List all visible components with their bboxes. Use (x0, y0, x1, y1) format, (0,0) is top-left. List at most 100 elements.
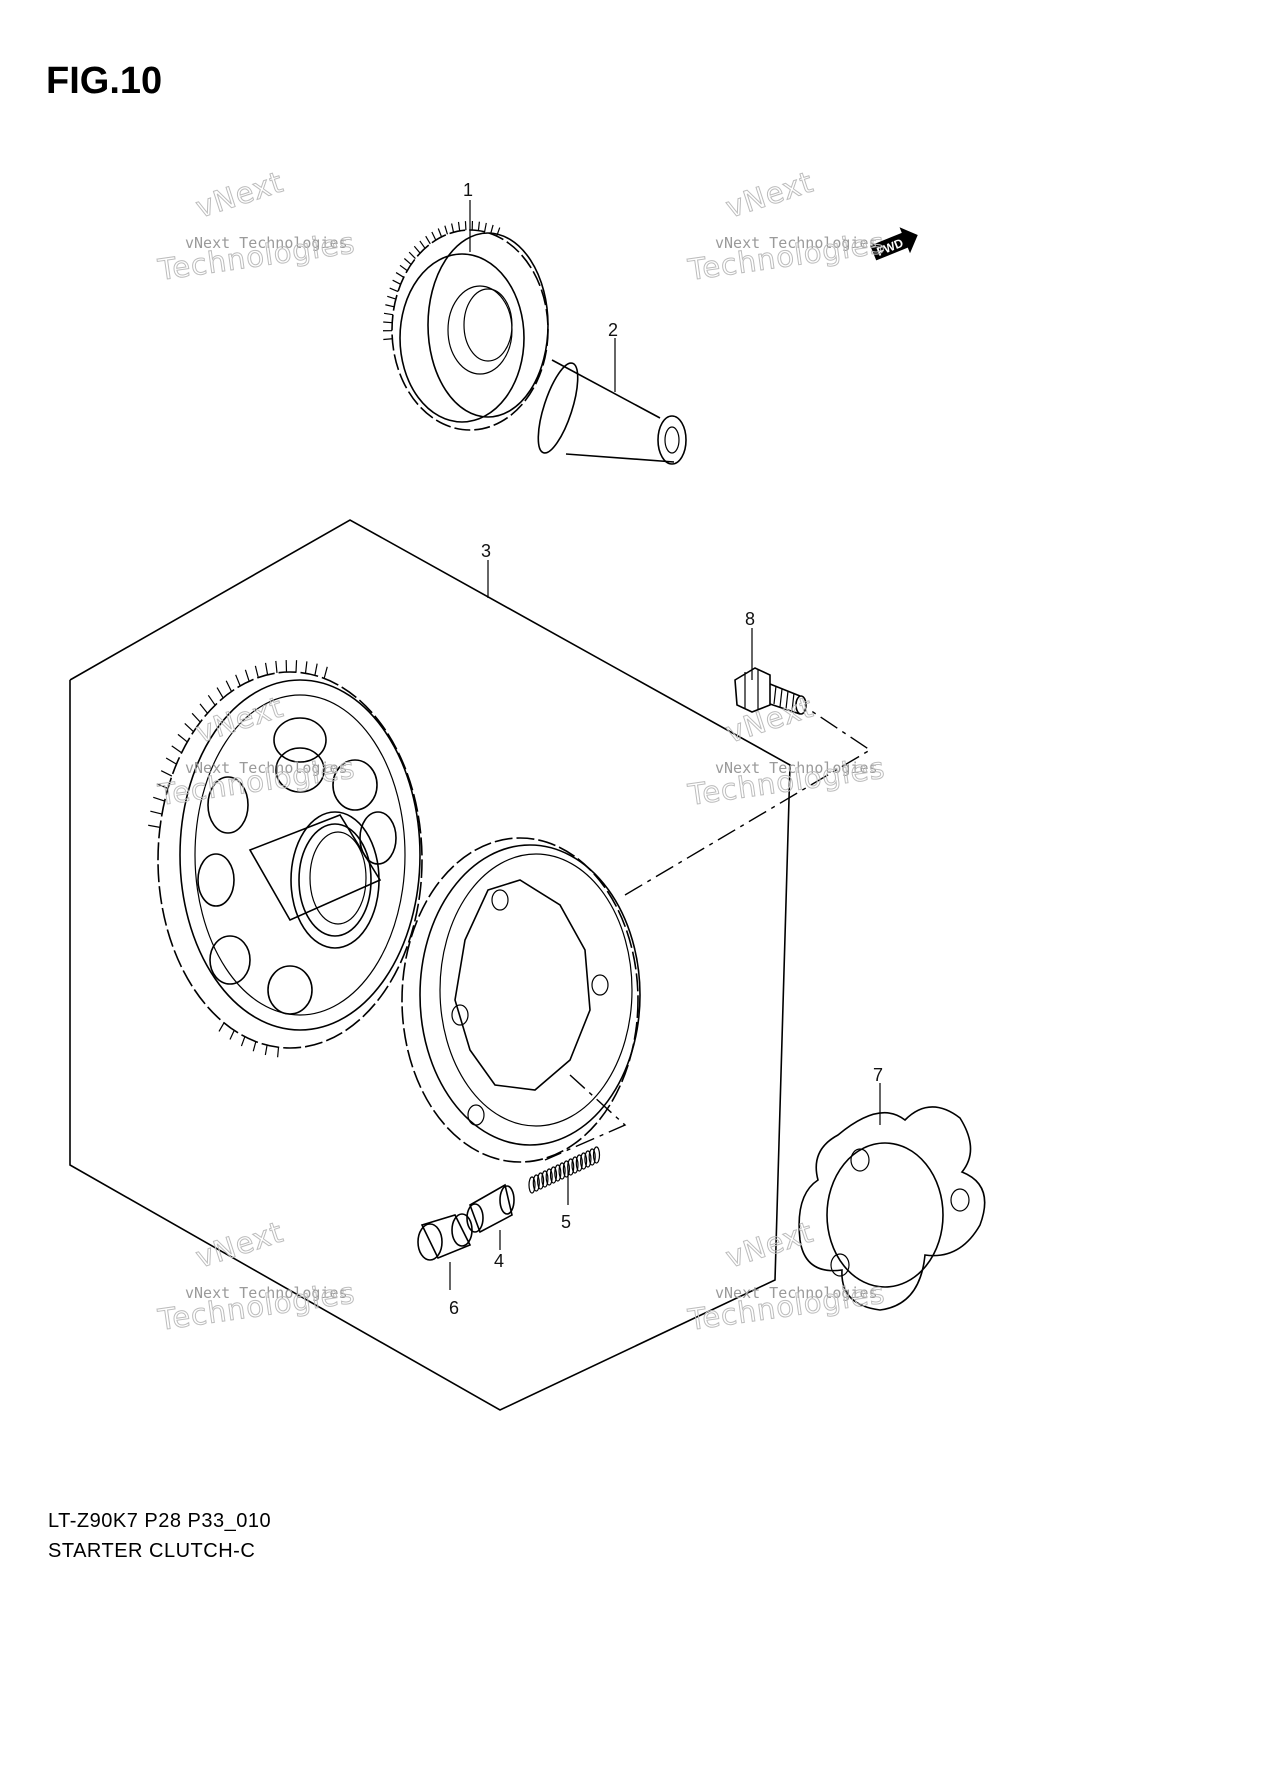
gear-tooth (387, 295, 397, 300)
gear-tooth (252, 1041, 257, 1052)
watermark-line1: vNext (192, 690, 288, 750)
spring-coil (558, 1162, 566, 1180)
leader-lines (449, 200, 881, 1290)
gear-tooth (160, 770, 173, 777)
callout-7: 7 (873, 1065, 883, 1085)
gear-tooth (451, 223, 455, 233)
clutch-housing (401, 837, 641, 1163)
gear-tooth (444, 225, 449, 235)
callout-2: 2 (608, 320, 618, 340)
gear-tooth (419, 240, 426, 249)
spring-coil (571, 1156, 579, 1174)
spring-coil (528, 1176, 536, 1194)
callout-6: 6 (449, 1298, 459, 1318)
spring-coil (549, 1166, 558, 1184)
gear-tooth (304, 661, 308, 674)
gear-tooth (254, 665, 259, 678)
section-name-caption: STARTER CLUTCH-C (48, 1540, 256, 1562)
gear-tooth (399, 264, 408, 272)
gear-tooth (408, 251, 416, 259)
watermark-line1: vNext (192, 1215, 288, 1275)
watermark-line2: vNext Technologies (715, 759, 878, 777)
gear-tooth (457, 221, 461, 231)
gear-tooth (148, 824, 161, 828)
gear-tooth (199, 703, 208, 714)
watermark-line2: vNext Technologies (715, 1284, 878, 1302)
assembly-outline (69, 519, 791, 1411)
watermark-line1: vNext (722, 1215, 818, 1275)
gear-tooth (484, 222, 487, 232)
spring-coil (545, 1168, 553, 1186)
spring-coil (554, 1164, 562, 1182)
gear-tooth (275, 660, 278, 673)
gear-tooth (314, 663, 318, 676)
watermark-line2: vNext Technologies (185, 234, 348, 252)
gear-tooth (207, 694, 216, 706)
gear-tooth (244, 669, 250, 682)
watermark-line2: vNext Technologies (715, 234, 878, 252)
watermark-line1: vNext (192, 165, 288, 225)
spring-coil (592, 1146, 601, 1164)
figure-title: FIG.10 (46, 60, 163, 102)
gear-tooth (383, 312, 394, 316)
gear-tooth (490, 224, 494, 234)
callout-5: 5 (561, 1212, 571, 1232)
gear-tooth (165, 757, 177, 765)
gear-tooth (235, 674, 241, 687)
watermark-line1: vNext (722, 165, 818, 225)
gear-tooth (277, 1047, 280, 1058)
gear-tooth (496, 227, 501, 237)
part-6-cap (417, 1213, 473, 1261)
spring-coil (532, 1174, 540, 1192)
gear-tooth (184, 723, 194, 733)
spring-coil (579, 1152, 588, 1170)
gear-tooth (431, 231, 437, 241)
spring-coil (541, 1170, 549, 1188)
part-8-bolt (734, 667, 807, 715)
gear-tooth (385, 304, 395, 308)
gear-tooth (389, 287, 399, 293)
callout-3: 3 (481, 541, 491, 561)
gear-tooth (264, 662, 269, 675)
callout-8: 8 (745, 609, 755, 629)
watermark-line2: vNext Technologies (185, 1284, 348, 1302)
gear-tooth (225, 680, 233, 692)
gear-tooth (171, 745, 182, 754)
gear-tooth (477, 221, 480, 231)
model-code-caption: LT-Z90K7 P28 P33_010 (48, 1510, 272, 1532)
spring-coil (536, 1172, 545, 1190)
gear-tooth (383, 338, 393, 341)
gear-tooth (383, 321, 393, 324)
spring-coil (588, 1148, 596, 1166)
gear-tooth (150, 810, 163, 815)
spring-coil (562, 1160, 571, 1178)
callout-1: 1 (463, 180, 473, 200)
gear-tooth (395, 272, 405, 278)
gear-tooth (437, 228, 443, 238)
starter-driven-gear (148, 660, 423, 1058)
alignment-lines (544, 709, 872, 1161)
gear-tooth (403, 258, 412, 265)
gear-tooth (425, 235, 431, 245)
gear-tooth (413, 245, 421, 254)
gear-tooth (153, 796, 165, 802)
spring-coil (575, 1154, 583, 1172)
gear-tooth (156, 783, 169, 789)
gear-tooth (295, 660, 298, 673)
gear-tooth (392, 279, 401, 285)
part-5-spring (528, 1146, 601, 1194)
gear-tooth (323, 666, 328, 679)
gear-tooth (240, 1036, 246, 1047)
gear-tooth (177, 733, 188, 743)
gear-tooth (229, 1030, 235, 1040)
watermark-line2: vNext Technologies (185, 759, 348, 777)
